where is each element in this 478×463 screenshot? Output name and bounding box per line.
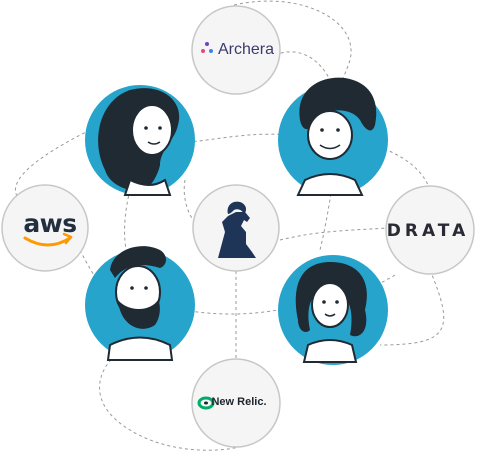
archera-node [191, 5, 281, 95]
avatar-man-bottom-left [85, 246, 195, 361]
hair [299, 77, 377, 131]
archera-logo-text: Archera [217, 41, 275, 58]
archera-mark-icon [200, 41, 214, 59]
newrelic-ring-icon [197, 396, 215, 410]
hair [110, 246, 166, 278]
avatar-woman-bottom-right [278, 255, 388, 365]
archera-logo: Archera [192, 40, 282, 60]
aws-logo-text: aws [23, 208, 77, 238]
drata-logo-text: DRATA [386, 221, 470, 241]
center-ram-node [192, 184, 280, 272]
newrelic-logo-text: New Relic. [211, 396, 267, 408]
newrelic-node [191, 358, 281, 448]
hair [295, 262, 367, 337]
drata-node [385, 185, 475, 275]
ram-logo-icon [218, 201, 256, 258]
beard [118, 300, 160, 329]
aws-smile-icon [23, 236, 72, 247]
avatar-woman-top-left [85, 85, 195, 196]
aws-node [1, 184, 89, 272]
avatar-woman-top-right [278, 77, 388, 196]
